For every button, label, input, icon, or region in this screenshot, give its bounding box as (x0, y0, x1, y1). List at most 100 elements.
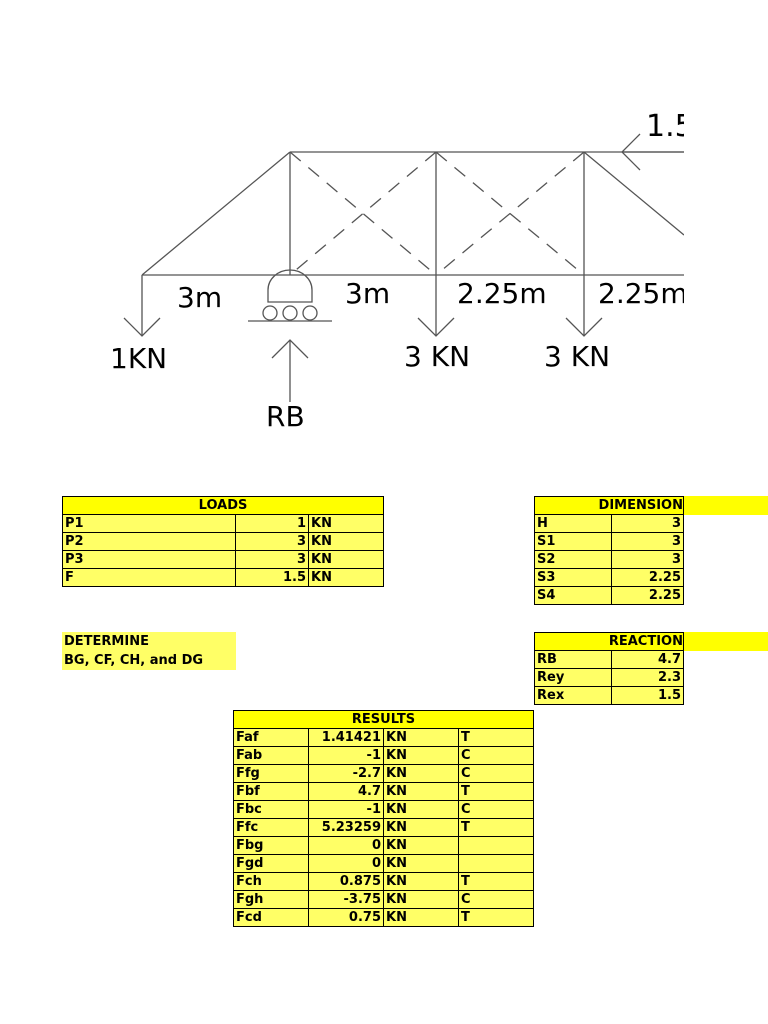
dimension-value: 3 (611, 532, 684, 551)
load-value: 3 (235, 532, 309, 551)
reaction-name: RB (534, 650, 612, 669)
table-row: P1 1 KN (62, 514, 384, 533)
result-name: Faf (233, 728, 309, 747)
table-row: Fab -1 KN C (233, 746, 534, 765)
result-name: Fcd (233, 908, 309, 927)
table-row: Fbc -1 KN C (233, 800, 534, 819)
table-row: S2 3 (534, 550, 684, 569)
result-value: 0.875 (308, 872, 384, 891)
end-diagonal-right (583, 151, 685, 236)
result-value: -3.75 (308, 890, 384, 909)
dimension-value: 2.25 (611, 586, 684, 605)
result-unit: KN (383, 872, 459, 891)
load-unit: KN (308, 550, 384, 569)
result-value: 1.41421 (308, 728, 384, 747)
dimension-name: S1 (534, 532, 612, 551)
result-unit: KN (383, 854, 459, 873)
cross-brace (435, 151, 585, 276)
reaction-arrow-rb (271, 339, 309, 402)
load-arrow-2 (417, 275, 455, 337)
reaction-name: Rey (534, 668, 612, 687)
result-name: Fgd (233, 854, 309, 873)
table-row: Fbg 0 KN (233, 836, 534, 855)
load-unit: KN (308, 532, 384, 551)
table-row: Fgh -3.75 KN C (233, 890, 534, 909)
table-row: Fcd 0.75 KN T (233, 908, 534, 927)
result-unit: KN (383, 890, 459, 909)
result-state: T (458, 818, 534, 837)
result-unit: KN (383, 728, 459, 747)
determine-text: BG, CF, CH, and DG (64, 653, 204, 668)
determine-title: DETERMINE (64, 634, 149, 649)
span-label-1: 3m (177, 281, 222, 314)
cross-brace (289, 151, 437, 276)
result-name: Fbc (233, 800, 309, 819)
result-state: T (458, 728, 534, 747)
result-name: Ffg (233, 764, 309, 783)
table-row: Fch 0.875 KN T (233, 872, 534, 891)
load-name: P3 (62, 550, 236, 569)
result-state: C (458, 890, 534, 909)
result-state: T (458, 782, 534, 801)
result-value: 0 (308, 854, 384, 873)
result-state (458, 836, 534, 855)
load-name: F (62, 568, 236, 587)
result-name: Fch (233, 872, 309, 891)
span-label-4: 2.25m (598, 277, 688, 310)
table-row: Ffc 5.23259 KN T (233, 818, 534, 837)
load-name: P2 (62, 532, 236, 551)
result-unit: KN (383, 800, 459, 819)
dimension-value: 3 (611, 514, 684, 533)
load-label-1: 1KN (110, 342, 167, 375)
reaction-value: 1.5 (611, 686, 684, 705)
end-diagonal-left (141, 151, 291, 276)
table-row: Fgd 0 KN (233, 854, 534, 873)
dimension-name: S2 (534, 550, 612, 569)
loads-title: LOADS (62, 496, 384, 515)
load-arrow-3 (565, 275, 603, 337)
span-label-3: 2.25m (457, 277, 547, 310)
result-state: C (458, 746, 534, 765)
header-overflow (684, 632, 768, 651)
table-row: H 3 (534, 514, 684, 533)
loads-table: LOADS P1 1 KN P2 3 KN P3 3 KN F 1.5 KN (62, 496, 384, 587)
result-unit: KN (383, 908, 459, 927)
reaction-value: 4.7 (611, 650, 684, 669)
result-value: 5.23259 (308, 818, 384, 837)
result-state (458, 854, 534, 873)
table-row: Ffg -2.7 KN C (233, 764, 534, 783)
load-value: 1 (235, 514, 309, 533)
result-unit: KN (383, 764, 459, 783)
table-row: P2 3 KN (62, 532, 384, 551)
table-row: Rex 1.5 (534, 686, 684, 705)
result-unit: KN (383, 782, 459, 801)
cross-brace (289, 151, 437, 276)
load-unit: KN (308, 568, 384, 587)
result-state: T (458, 872, 534, 891)
load-name: P1 (62, 514, 236, 533)
result-value: 0 (308, 836, 384, 855)
load-unit: KN (308, 514, 384, 533)
dimension-name: S3 (534, 568, 612, 587)
dimension-name: H (534, 514, 612, 533)
result-name: Fab (233, 746, 309, 765)
support-label: RB (266, 400, 305, 433)
span-label-2: 3m (345, 277, 390, 310)
result-state: C (458, 800, 534, 819)
result-state: T (458, 908, 534, 927)
result-value: -1 (308, 800, 384, 819)
load-label-2: 3 KN (404, 340, 470, 373)
table-row: P3 3 KN (62, 550, 384, 569)
result-value: -2.7 (308, 764, 384, 783)
load-label-3: 3 KN (544, 340, 610, 373)
table-row: F 1.5 KN (62, 568, 384, 587)
horizontal-force-arrow (621, 133, 684, 171)
result-name: Fbg (233, 836, 309, 855)
results-title: RESULTS (233, 710, 534, 729)
result-value: 0.75 (308, 908, 384, 927)
table-row: Fbf 4.7 KN T (233, 782, 534, 801)
table-row: Faf 1.41421 KN T (233, 728, 534, 747)
load-value: 1.5 (235, 568, 309, 587)
truss-diagram: 1.5 3m 3m 2.25m 2.25m 1KN 3 KN 3 KN RB (110, 100, 768, 433)
table-row: S1 3 (534, 532, 684, 551)
